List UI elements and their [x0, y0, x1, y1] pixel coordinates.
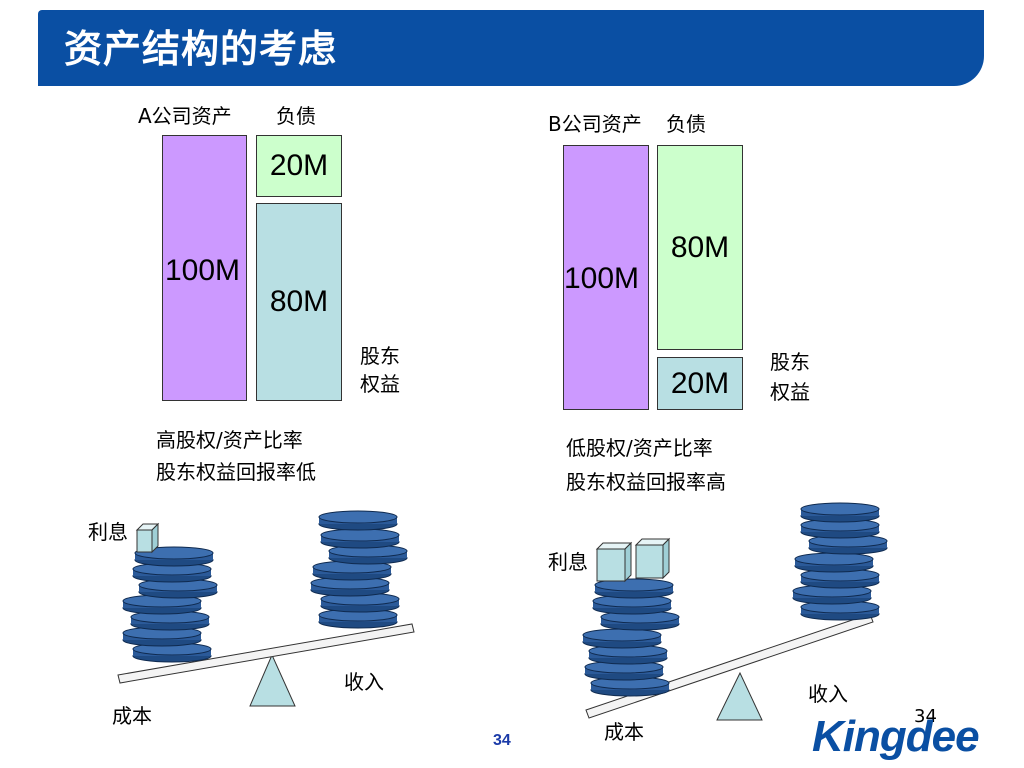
b-return-text: 股东权益回报率高 — [566, 470, 726, 494]
b-equity-label-2: 权益 — [770, 380, 810, 404]
a-liabilities-label: 负债 — [276, 104, 316, 128]
b-income-coin-stack — [792, 502, 888, 621]
a-liabilities-box: 20M — [256, 135, 342, 197]
b-assets-label: B公司资产 — [548, 112, 642, 136]
a-income-label: 收入 — [344, 670, 384, 694]
b-cost-label: 成本 — [604, 720, 644, 744]
a-return-text: 股东权益回报率低 — [156, 460, 316, 484]
a-interest-cube — [135, 522, 160, 554]
b-fulcrum — [716, 671, 763, 721]
b-interest-label: 利息 — [548, 550, 588, 574]
kingdee-logo: Kingdee — [812, 712, 980, 761]
a-assets-label: A公司资产 — [138, 104, 232, 128]
b-assets-value: 100M — [564, 262, 640, 295]
title-bar — [38, 10, 984, 86]
b-assets-box: 100M — [563, 145, 649, 410]
a-cost-label: 成本 — [112, 704, 152, 728]
b-equity-label-1: 股东 — [770, 350, 810, 374]
b-equity-box: 20M — [657, 357, 743, 410]
b-cost-coin-stack — [582, 578, 680, 697]
b-income-label: 收入 — [808, 682, 848, 706]
a-seesaw — [117, 510, 415, 707]
b-equity-value: 20M — [670, 366, 730, 400]
a-fulcrum — [249, 653, 296, 707]
a-cost-coin-stack — [122, 546, 218, 663]
a-assets-box: 100M — [162, 135, 247, 401]
a-equity-label-2: 权益 — [360, 372, 400, 396]
b-ratio-text: 低股权/资产比率 — [566, 436, 713, 460]
b-interest-cubes — [595, 537, 671, 583]
a-ratio-text: 高股权/资产比率 — [156, 428, 303, 452]
a-income-coin-stack — [310, 510, 408, 629]
a-equity-value: 80M — [269, 285, 329, 318]
a-interest-label: 利息 — [88, 520, 128, 544]
a-assets-value: 100M — [165, 254, 241, 287]
page-number: 34 — [493, 732, 511, 749]
page-number-top: 34 — [914, 706, 937, 727]
b-liabilities-value: 80M — [670, 230, 730, 264]
b-seesaw — [582, 502, 888, 721]
a-plank — [117, 623, 415, 684]
a-equity-label-1: 股东 — [360, 344, 400, 368]
a-liabilities-value: 20M — [269, 149, 329, 182]
slide-title: 资产结构的考虑 — [64, 27, 338, 71]
b-liabilities-label: 负债 — [666, 112, 706, 136]
b-liabilities-box: 80M — [657, 145, 743, 350]
a-equity-box: 80M — [256, 203, 342, 401]
